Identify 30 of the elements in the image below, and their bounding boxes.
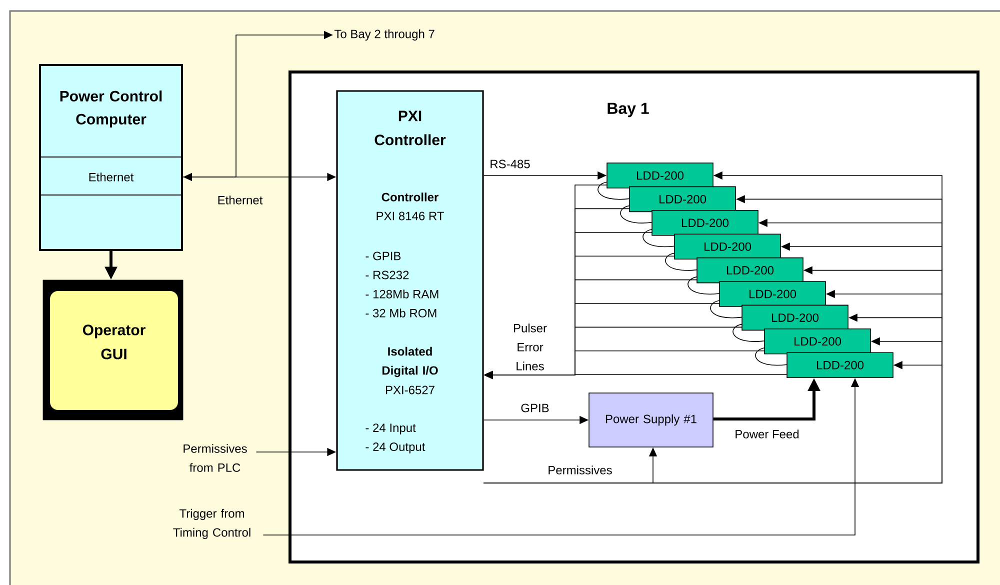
driver-box: LDD-200 [606, 162, 714, 188]
text-label: Permissives from PLC [184, 444, 247, 472]
connector-curve [642, 229, 675, 248]
driver-box: LDD-200 [742, 304, 848, 331]
connector-curve [620, 205, 652, 224]
edge-label: Power Feed [734, 428, 800, 440]
connector-curve [688, 276, 720, 295]
driver-box: LDD-200 [629, 186, 736, 212]
connector-curve [598, 182, 630, 200]
monitor-box: Operator GUI [42, 280, 184, 420]
controller-box: PXI Controller Controller PXI 8146 RT - GPIB - RS232 - 128Mb RAM - 32 Mb ROM Isolated Digital I/O PXI-6527 - 24 Input - 24 Output [336, 90, 484, 471]
edge-label: Pulser Error Lines [506, 322, 554, 372]
driver-box: LDD-200 [786, 352, 894, 378]
edge-label: Permissives [546, 464, 614, 476]
driver-box: LDD-200 [764, 328, 871, 354]
driver-box: LDD-200 [652, 210, 758, 236]
edge-label: RS-485 [488, 158, 532, 170]
connector-curve [732, 324, 765, 342]
power-supply-box: Power Supply #1 [588, 392, 714, 448]
text-label: To Bay 2 through 7 [334, 29, 434, 41]
edge-label: GPIB [520, 402, 550, 414]
connector-curve [665, 252, 698, 271]
computer-box: Power Control Computer Ethernet [39, 64, 183, 251]
edge-label: Ethernet [216, 194, 264, 206]
connector-curve [755, 348, 788, 366]
driver-box: LDD-200 [674, 234, 781, 260]
text-label: Trigger from Timing Control [173, 508, 250, 540]
driver-box: LDD-200 [696, 257, 804, 284]
connector-curve [710, 300, 742, 318]
driver-box: LDD-200 [719, 281, 826, 307]
